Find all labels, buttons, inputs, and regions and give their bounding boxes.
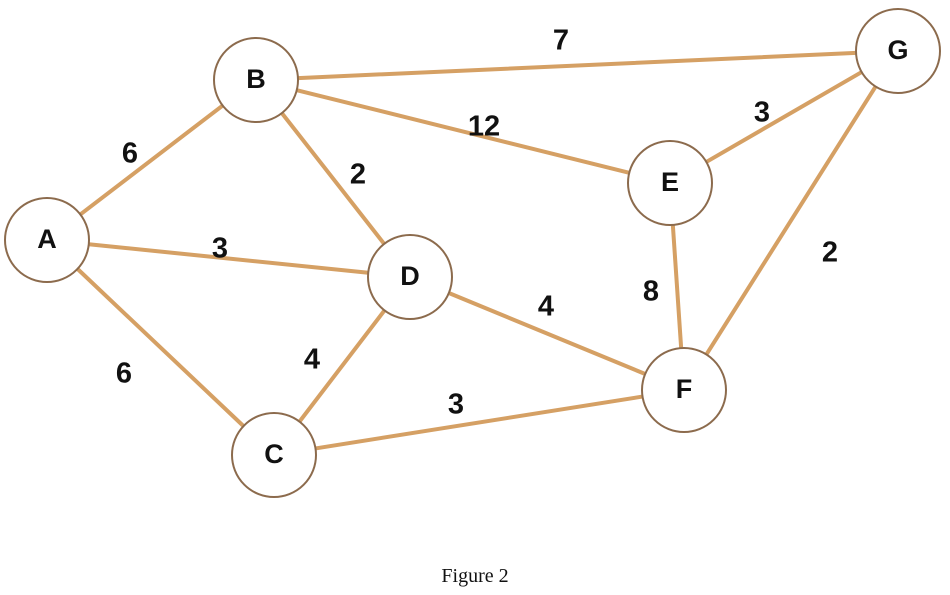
edge-b-d — [279, 111, 387, 246]
node-label-a: A — [37, 224, 57, 254]
edge-a-d — [86, 242, 371, 275]
node-circle-g — [855, 8, 941, 94]
node-label-d: D — [400, 261, 420, 291]
edge-a-c — [75, 266, 246, 429]
edge-a-b — [78, 103, 225, 217]
node-circle-e — [627, 140, 713, 226]
edge-weight-e-f: 8 — [643, 276, 659, 308]
edge-weight-c-f: 3 — [448, 389, 464, 421]
node-c: C — [231, 412, 317, 498]
edge-d-f — [446, 291, 648, 376]
edge-weight-g-f: 2 — [822, 237, 838, 269]
edge-weight-a-d: 3 — [212, 233, 228, 265]
edge-weight-b-e: 12 — [468, 111, 500, 143]
node-label-b: B — [246, 64, 266, 94]
edge-weight-d-f: 4 — [538, 291, 554, 323]
edge-weight-c-d: 4 — [304, 344, 320, 376]
edge-weight-a-c: 6 — [116, 358, 132, 390]
edge-b-e — [294, 88, 632, 175]
node-circle-f — [641, 347, 727, 433]
edge-e-f — [670, 222, 684, 351]
node-a: A — [4, 197, 90, 283]
node-label-c: C — [264, 439, 284, 469]
edge-b-g — [295, 50, 859, 81]
weights-layer: 7 6 12 2 3 3 2 4 8 6 4 3 — [116, 25, 838, 421]
node-label-g: G — [887, 35, 908, 65]
node-d: D — [367, 234, 453, 320]
node-e: E — [627, 140, 713, 226]
edge-weight-b-g: 7 — [553, 25, 569, 57]
node-g: G — [855, 8, 941, 94]
node-circle-c — [231, 412, 317, 498]
edge-c-f — [313, 394, 645, 451]
node-f: F — [641, 347, 727, 433]
figure-caption: Figure 2 — [441, 565, 509, 587]
edge-weight-b-d: 2 — [350, 159, 366, 191]
node-circle-d — [367, 234, 453, 320]
nodes-layer: A B C D E F G — [4, 8, 941, 498]
edge-c-d — [297, 308, 387, 424]
edge-weight-a-b: 6 — [122, 138, 138, 170]
node-label-e: E — [661, 167, 679, 197]
node-circle-a — [4, 197, 90, 283]
node-label-f: F — [676, 374, 693, 404]
edge-g-f — [704, 84, 878, 357]
edge-e-g — [704, 70, 864, 164]
edges-layer — [75, 50, 878, 451]
node-b: B — [213, 37, 299, 123]
edge-weight-e-g: 3 — [754, 97, 770, 129]
node-circle-b — [213, 37, 299, 123]
